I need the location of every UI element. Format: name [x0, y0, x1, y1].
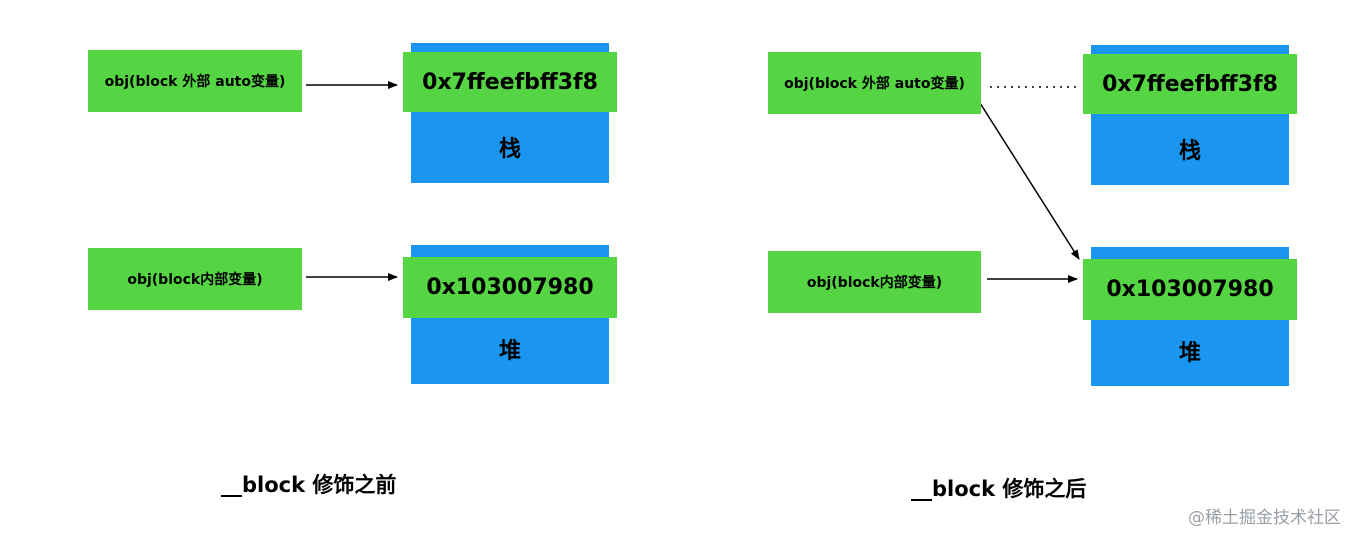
- before-stack-region-label: 栈: [498, 137, 521, 162]
- after-heap-variable-box: obj(block内部变量): [768, 251, 981, 313]
- before-heap-address-box: 0x103007980: [403, 257, 617, 318]
- arrow-after-diagonal: [979, 102, 1080, 260]
- before-stack-address: 0x7ffeefbff3f8: [422, 69, 598, 95]
- after-heap-address-box: 0x103007980: [1083, 259, 1297, 320]
- before-heap-address: 0x103007980: [426, 275, 594, 300]
- after-stack-region-label: 栈: [1178, 139, 1201, 164]
- after-heap-variable-label: obj(block内部变量): [806, 275, 943, 291]
- after-heap-region-label: 堆: [1178, 341, 1201, 366]
- after-stack-variable-label: obj(block 外部 auto变量): [784, 76, 965, 92]
- before-stack-address-box: 0x7ffeefbff3f8: [403, 52, 617, 112]
- watermark: @稀土掘金技术社区: [1188, 508, 1341, 528]
- after-stack-address: 0x7ffeefbff3f8: [1102, 71, 1278, 97]
- before-caption: __block 修饰之前: [221, 473, 397, 497]
- after-stack-address-box: 0x7ffeefbff3f8: [1083, 54, 1297, 114]
- after-heap-address: 0x103007980: [1106, 277, 1274, 302]
- before-heap-variable-label: obj(block内部变量): [127, 272, 263, 288]
- before-stack-variable-box: obj(block 外部 auto变量): [88, 50, 302, 112]
- before-heap-region-label: 堆: [498, 339, 521, 364]
- after-caption: __block 修饰之后: [911, 477, 1087, 501]
- before-stack-variable-label: obj(block 外部 auto变量): [104, 74, 286, 90]
- after-stack-variable-box: obj(block 外部 auto变量): [768, 52, 981, 114]
- before-heap-variable-box: obj(block内部变量): [88, 248, 302, 310]
